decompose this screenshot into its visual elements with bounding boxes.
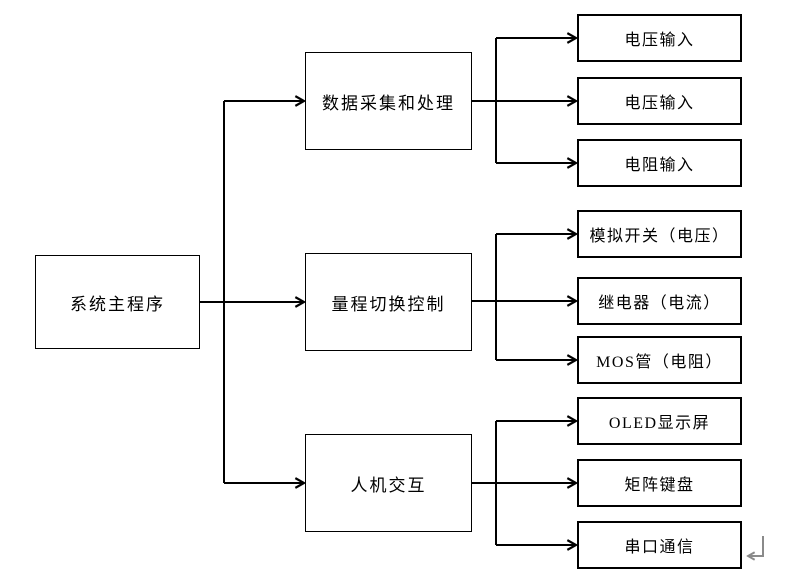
node-voltage-input-2: 电压输入: [577, 77, 742, 125]
node-data-acquisition-processing: 数据采集和处理: [305, 52, 472, 150]
node-matrix-keyboard: 矩阵键盘: [577, 459, 742, 507]
node-range-switching-control: 量程切换控制: [305, 253, 472, 351]
node-relay-current: 继电器（电流）: [577, 277, 742, 325]
node-oled-display: OLED显示屏: [577, 397, 742, 445]
node-mos-tube-resistance: MOS管（电阻）: [577, 336, 742, 384]
node-voltage-input-1: 电压输入: [577, 14, 742, 62]
line-break-mark-icon: [748, 536, 764, 556]
node-analog-switch-voltage: 模拟开关（电压）: [577, 210, 742, 258]
node-serial-communication: 串口通信: [577, 521, 742, 569]
node-system-main-program: 系统主程序: [35, 255, 200, 349]
node-resistance-input: 电阻输入: [577, 139, 742, 187]
node-human-machine-interaction: 人机交互: [305, 434, 472, 532]
